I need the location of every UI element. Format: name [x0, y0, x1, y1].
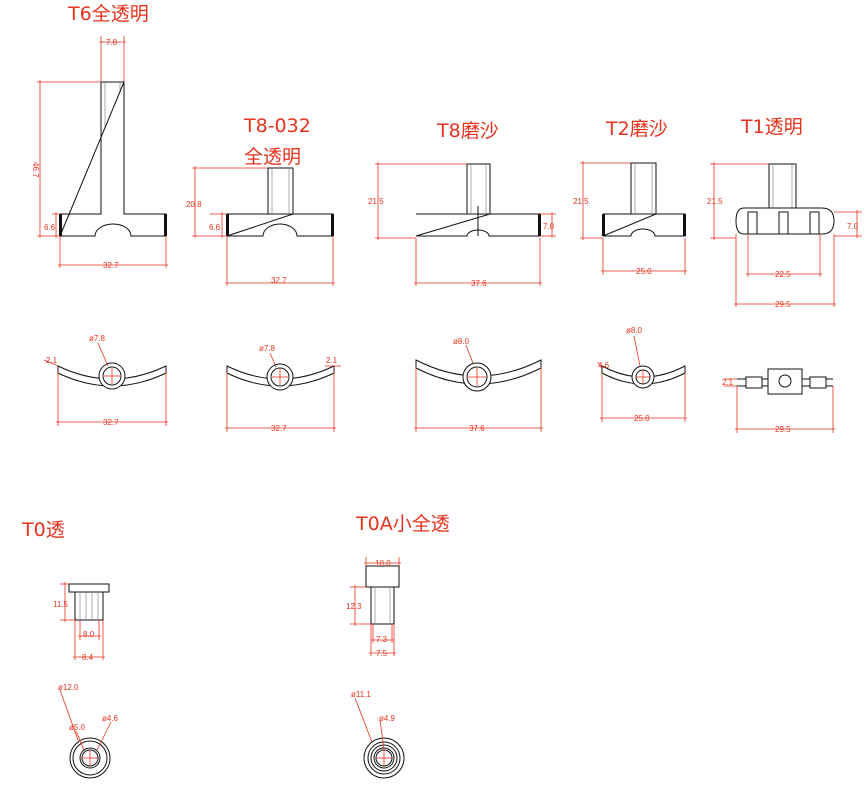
dim-t2-bottom-width: 25.0 [634, 414, 650, 423]
dim-t2-height: 21.5 [573, 197, 589, 206]
t8-front-view: 21.5 7.0 37.6 [368, 162, 556, 288]
title-t0: T0透 [21, 519, 65, 541]
dim-t0a-inner: 7.3 [376, 635, 388, 644]
t1-front-view: 21.5 7.0 22.5 29.5 [707, 162, 862, 309]
dim-t0-outer: 8.4 [82, 653, 94, 662]
dim-t8-bottom-width: 37.6 [469, 424, 485, 433]
t2-bottom-view: ø8.0 4.6 25.0 [597, 326, 687, 423]
dim-t8-032-width: 32.7 [271, 276, 287, 285]
title-t8-032-sub: 全透明 [244, 146, 301, 168]
dim-t8-032-thickness: 2.1 [326, 356, 338, 365]
t2-front-view: 21.5 25.0 [573, 161, 687, 276]
dim-t0a-top-width: 10.0 [375, 559, 391, 568]
dim-t6-width: 32.7 [103, 261, 119, 270]
dim-t0-diameter-inner: ø4.6 [102, 714, 119, 723]
t6-bottom-view: ø7.8 2.1 32.7 [43, 334, 168, 427]
title-t6: T6全透明 [67, 3, 149, 25]
dim-t0-height: 11.5 [53, 600, 69, 609]
dim-t1-width: 29.5 [775, 300, 791, 309]
t6-front-view: 7.8 46.7 6.6 32.7 [31, 36, 168, 270]
dim-t0-diameter-outer: ø12.0 [58, 683, 79, 692]
title-t8: T8磨沙 [436, 120, 499, 142]
dim-t8-width: 37.6 [471, 279, 487, 288]
dim-t8-032-base-height: 6.6 [209, 223, 221, 232]
dim-t6-hole: ø7.8 [89, 334, 106, 343]
dim-t6-thickness: 2.1 [46, 356, 58, 365]
dim-t6-base-height: 6.6 [44, 223, 56, 232]
dim-t1-bottom-width: 29.5 [775, 425, 791, 434]
dim-t0a-diameter-outer: ø11.1 [351, 690, 371, 699]
dim-t2-hole: ø8.0 [626, 326, 643, 335]
dim-t0a-height: 12.3 [346, 602, 362, 611]
dim-t1-height: 21.5 [707, 197, 723, 206]
dim-t6-height: 46.7 [31, 162, 40, 178]
dim-t1-base-height: 7.0 [847, 222, 859, 231]
title-t0a: T0A小全透 [355, 513, 450, 535]
t8-032-bottom-view: ø7.8 2.1 32.7 [225, 344, 341, 433]
title-t1: T1透明 [740, 116, 803, 138]
t0-top-view: ø12.0 ø5.0 ø4.6 [58, 683, 119, 779]
dim-t1-thickness: 2.1 [722, 378, 734, 387]
t0-side-view: 11.5 8.0 8.4 [53, 582, 110, 662]
t8-032-front-view: 20.8 6.6 32.7 [186, 166, 335, 286]
dim-t0-inner: 8.0 [83, 630, 95, 639]
dim-t0-diameter-mid: ø5.0 [69, 723, 86, 732]
dim-t8-height: 21.5 [368, 197, 384, 206]
t0a-side-view: 10.0 12.3 7.3 7.5 [346, 557, 401, 658]
t0a-top-view: ø11.1 ø4.9 [351, 690, 405, 779]
dim-t0a-diameter-inner: ø4.9 [379, 714, 396, 723]
dim-t1-inner-width: 22.5 [775, 270, 791, 279]
dim-t6-top-width: 7.8 [106, 38, 118, 47]
dim-t6-bottom-width: 32.7 [103, 418, 119, 427]
dim-t2-width: 25.0 [636, 267, 652, 276]
dim-t2-thickness: 4.6 [598, 361, 610, 370]
dim-t8-032-hole: ø7.8 [259, 344, 276, 353]
dim-t8-032-bottom-width: 32.7 [271, 424, 287, 433]
dim-t8-032-height: 20.8 [186, 200, 202, 209]
dim-t0a-outer: 7.5 [376, 649, 388, 658]
title-t2: T2磨沙 [605, 118, 668, 140]
dim-t8-hole: ø8.0 [453, 337, 470, 346]
t8-bottom-view: ø8.0 37.6 [414, 337, 543, 433]
dim-t8-base-height: 7.0 [543, 222, 555, 231]
title-t8-032: T8-032 [243, 115, 311, 137]
t1-bottom-view: 2.1 29.5 [722, 368, 835, 434]
